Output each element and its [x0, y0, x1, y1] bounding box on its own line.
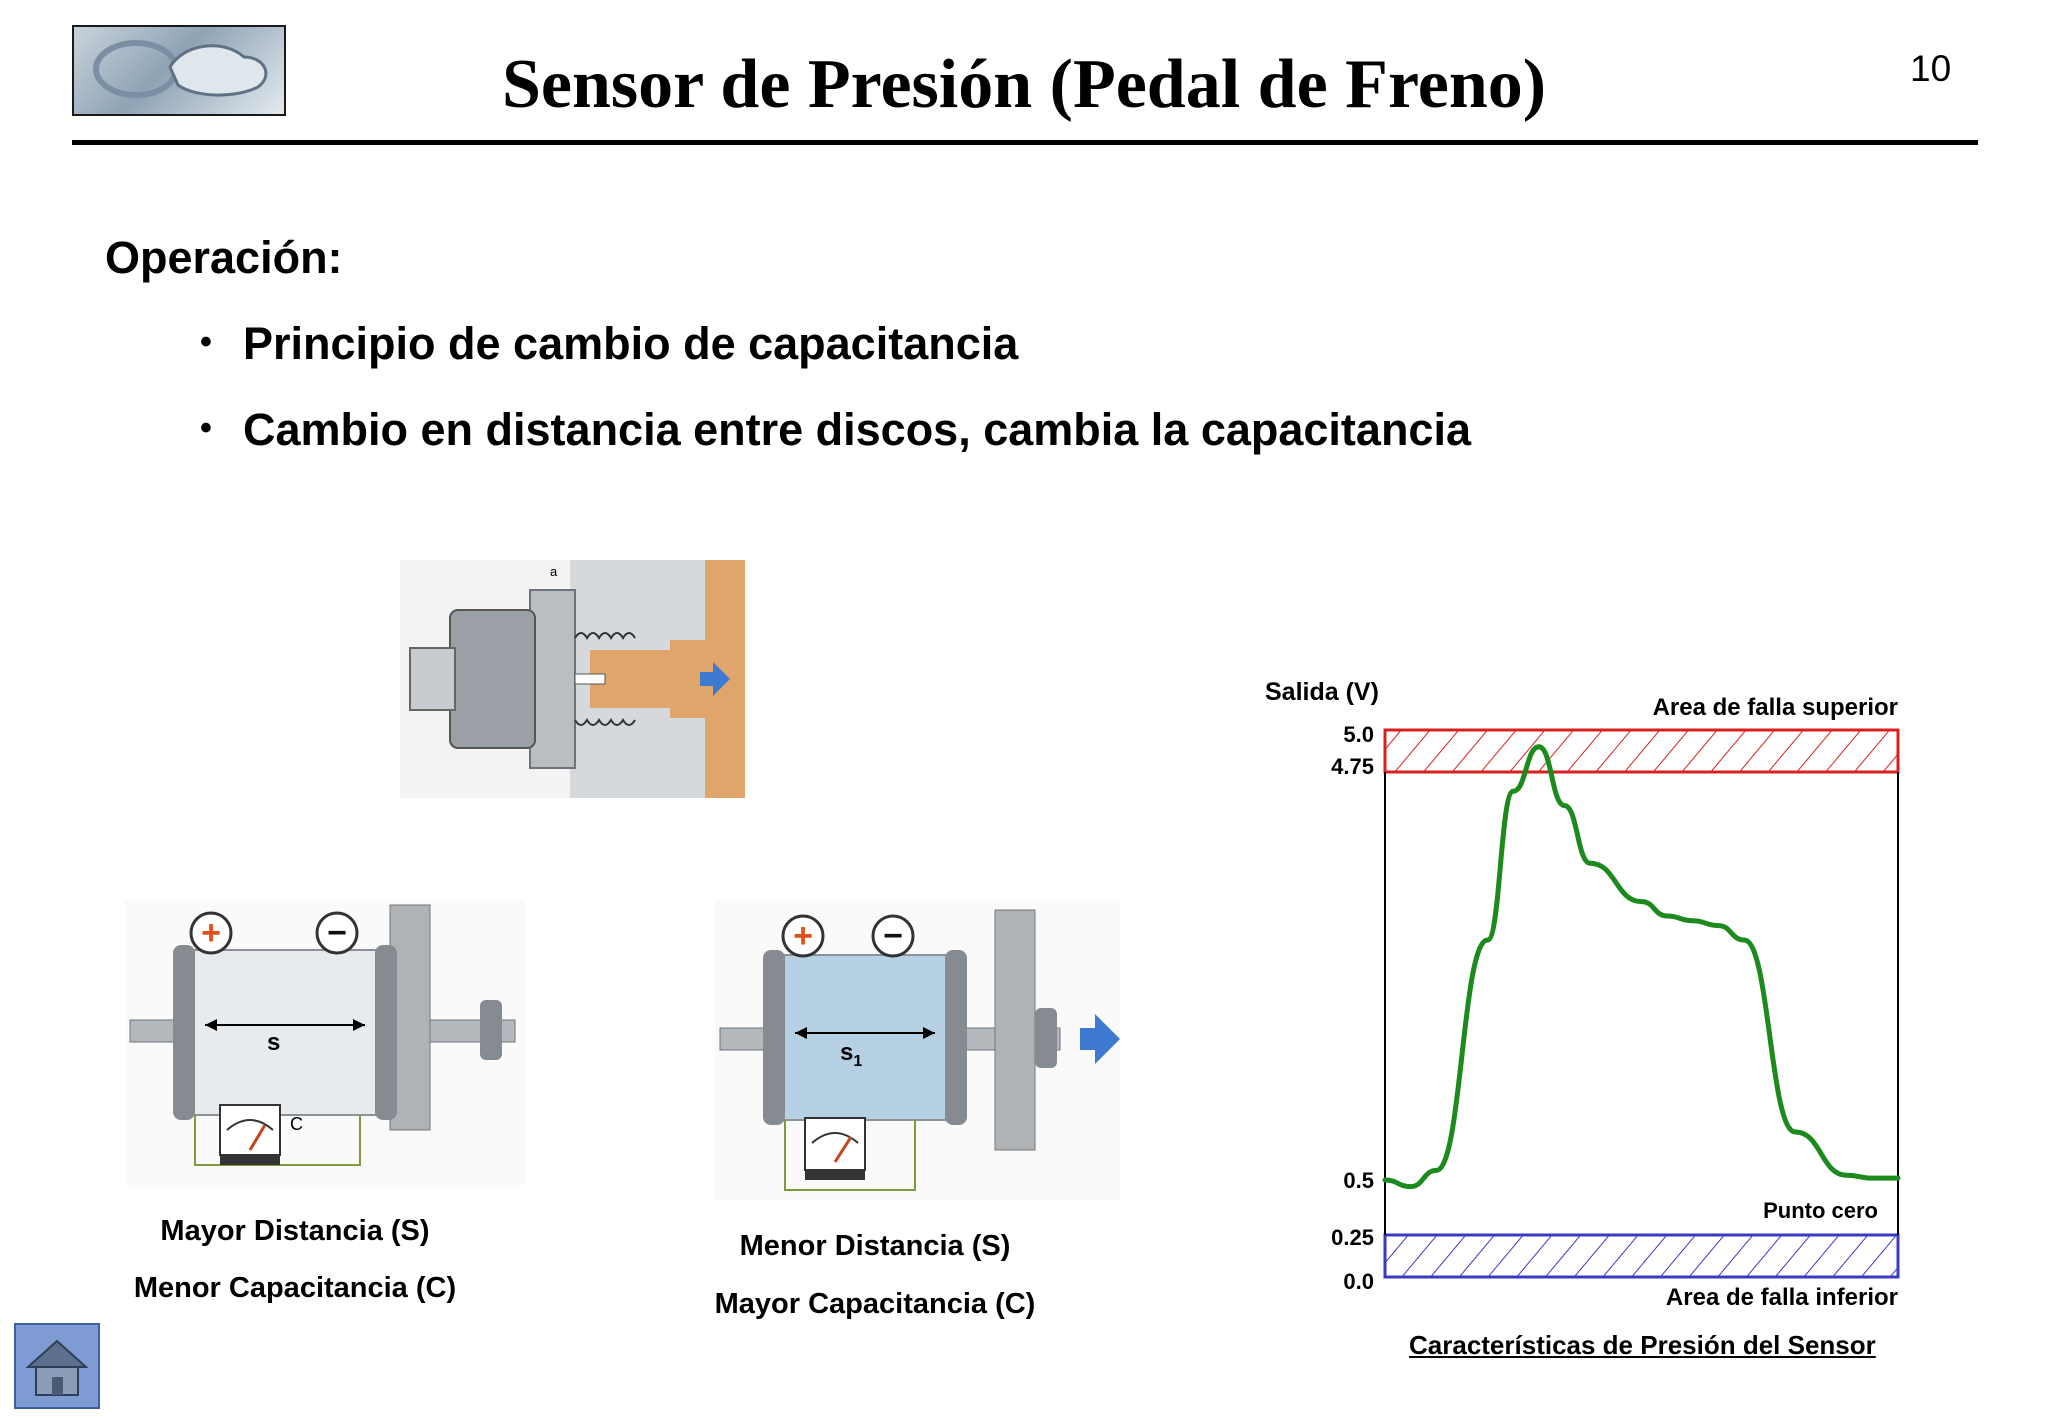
minus-terminal-icon: − — [871, 914, 915, 958]
home-button[interactable] — [14, 1323, 100, 1409]
right-caption-capacitance: Mayor Capacitancia (C) — [714, 1288, 1036, 1320]
title-divider — [72, 140, 1978, 145]
svg-text:s1: s1 — [840, 1039, 862, 1070]
section-heading: Operación: — [105, 232, 343, 283]
distance-label: s — [840, 1039, 853, 1066]
lower-fault-label: Area de falla inferior — [1666, 1284, 1898, 1311]
page-number: 10 — [1910, 48, 1952, 89]
lower-fault-band — [1383, 1233, 1900, 1279]
left-caption-distance: Mayor Distancia (S) — [160, 1215, 430, 1247]
y-tick-label: 5.0 — [1343, 722, 1374, 747]
bullet-item: • Principio de cambio de capacitancia — [200, 318, 1018, 370]
plus-terminal-icon: + — [189, 911, 233, 955]
meter-label: C — [290, 1114, 303, 1134]
home-icon — [25, 1339, 89, 1396]
sensor-cutaway-diagram: a — [400, 560, 745, 798]
bullet-text: Cambio en distancia entre discos, cambia… — [243, 404, 1471, 455]
pressure-characteristic-chart: Salida (V) 5.0 4.75 0.5 0.25 0.0 Area de… — [1265, 678, 1901, 1311]
bullet-item: • Cambio en distancia entre discos, cambi… — [200, 404, 1471, 456]
bullet-text: Principio de cambio de capacitancia — [243, 318, 1019, 369]
upper-fault-label: Area de falla superior — [1653, 694, 1898, 721]
bullet-dot-icon: • — [200, 409, 212, 447]
capacitance-meter-icon — [219, 1104, 281, 1165]
capacitor-large-gap-diagram: s + − C — [125, 900, 525, 1185]
sensor-gap-label: a — [550, 564, 558, 579]
distance-label: s — [267, 1029, 280, 1056]
chart-caption: Características de Presión del Sensor — [1409, 1330, 1876, 1360]
zero-point-label: Punto cero — [1763, 1198, 1878, 1223]
y-tick-label: 0.5 — [1343, 1168, 1374, 1193]
plus-symbol: + — [793, 917, 813, 955]
left-caption-capacitance: Menor Capacitancia (C) — [133, 1272, 457, 1304]
right-caption-distance: Menor Distancia (S) — [739, 1230, 1011, 1262]
y-tick-label: 4.75 — [1331, 754, 1374, 779]
minus-terminal-icon: − — [315, 911, 359, 955]
minus-symbol: − — [327, 914, 347, 952]
plus-symbol: + — [201, 914, 221, 952]
upper-fault-band — [1383, 728, 1900, 774]
distance-subscript: 1 — [853, 1053, 862, 1070]
plus-terminal-icon: + — [781, 914, 825, 958]
capacitor-small-gap-diagram: s1 + − — [715, 900, 1120, 1200]
hyundai-logo — [72, 25, 286, 116]
minus-symbol: − — [883, 917, 903, 955]
y-axis-label: Salida (V) — [1265, 678, 1379, 706]
capacitance-meter-icon — [804, 1117, 866, 1180]
y-tick-label: 0.0 — [1343, 1269, 1374, 1294]
output-voltage-line — [1382, 744, 1901, 1190]
bullet-dot-icon: • — [200, 323, 212, 361]
page-title: Sensor de Presión (Pedal de Freno) — [501, 46, 1547, 123]
y-tick-label: 0.25 — [1331, 1225, 1374, 1250]
